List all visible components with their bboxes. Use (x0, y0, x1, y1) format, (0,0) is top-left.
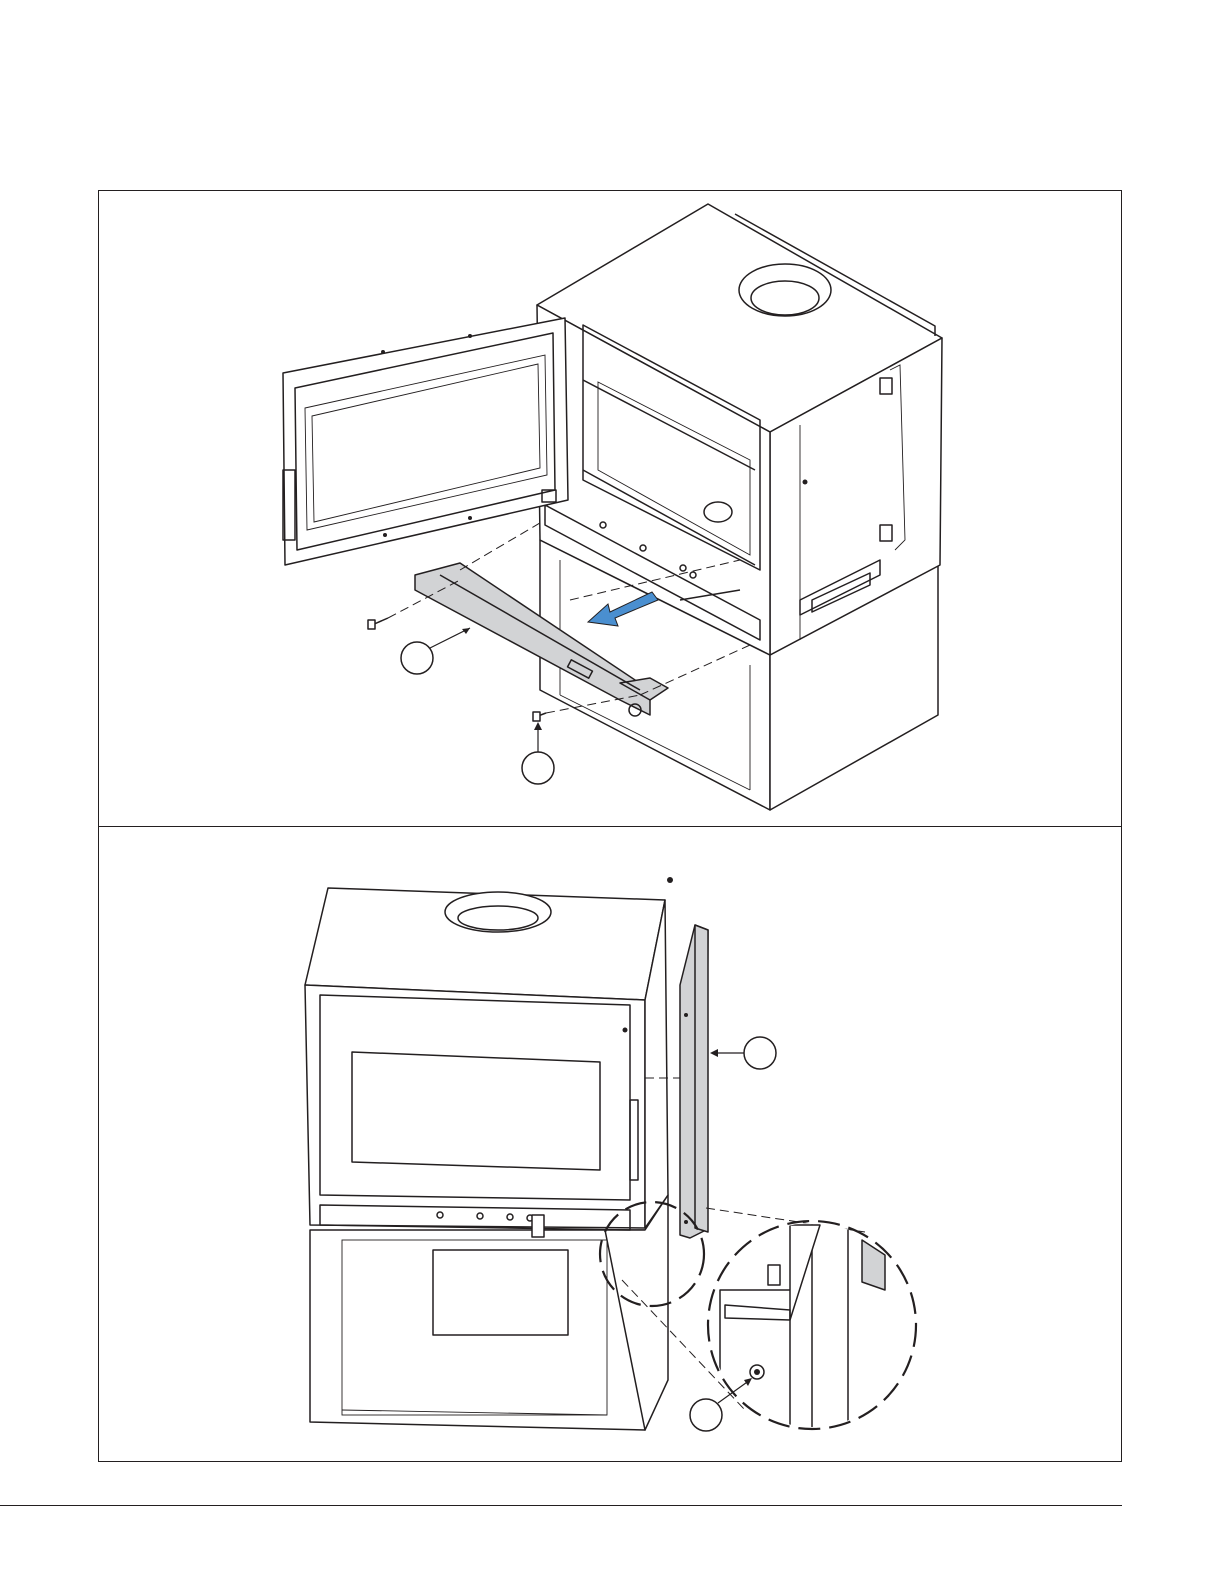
callout-side-panel (710, 1037, 776, 1069)
side-panel-removed (680, 925, 708, 1238)
stove-body-front (305, 888, 668, 1237)
callout-screw-bottom (690, 1378, 752, 1431)
magnify-detail-circle (700, 1220, 930, 1440)
screw-top (667, 877, 673, 883)
